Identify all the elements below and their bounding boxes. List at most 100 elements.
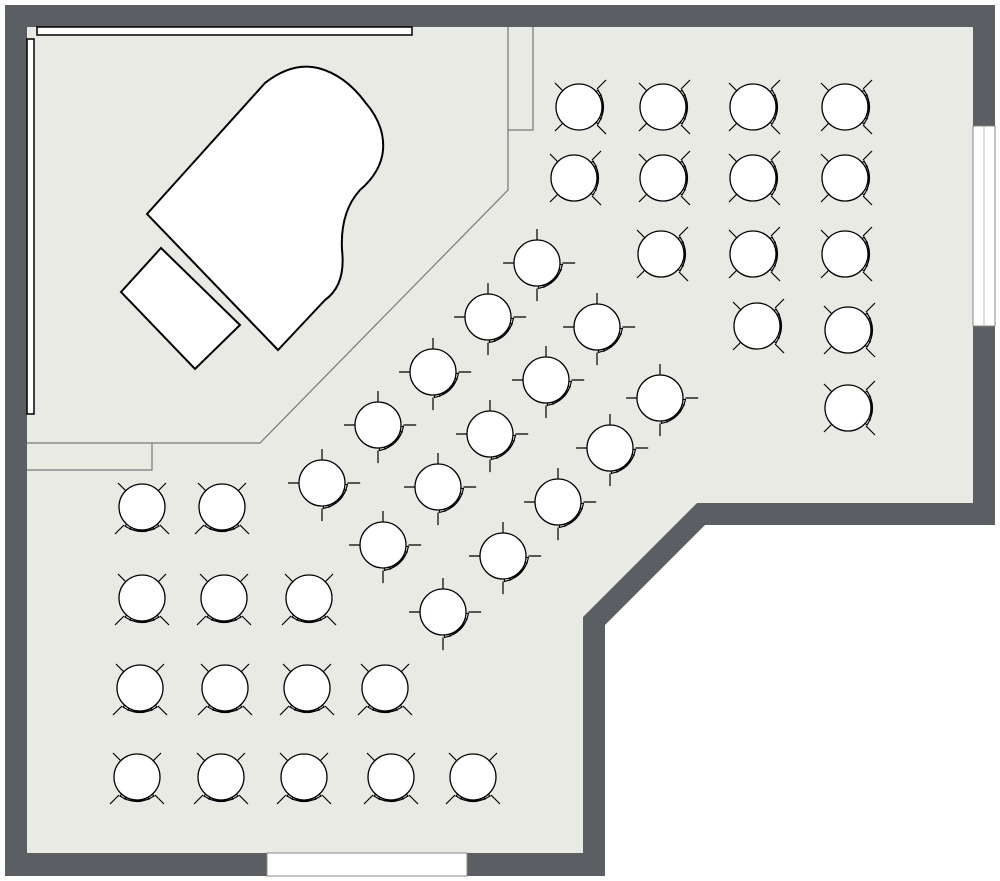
chair-seat bbox=[116, 664, 164, 712]
chair-seat bbox=[729, 83, 777, 131]
chair-seat bbox=[821, 83, 869, 131]
chair bbox=[196, 573, 252, 626]
chair bbox=[524, 468, 597, 541]
chair-legs bbox=[409, 578, 482, 651]
chair-legs bbox=[820, 226, 873, 282]
chair-legs bbox=[276, 752, 332, 805]
chair-seat bbox=[729, 154, 777, 202]
chair-seat bbox=[729, 230, 777, 278]
chair-legs bbox=[820, 150, 873, 206]
chair-legs bbox=[194, 482, 250, 535]
chair-seat bbox=[573, 303, 621, 351]
chair-seat bbox=[513, 239, 561, 287]
chair bbox=[109, 752, 165, 805]
chair bbox=[349, 511, 422, 584]
chair-seat bbox=[113, 753, 161, 801]
chair-seat bbox=[821, 154, 869, 202]
chair-seat bbox=[466, 410, 514, 458]
chair-seat bbox=[419, 588, 467, 636]
chair bbox=[576, 414, 649, 487]
chair bbox=[193, 752, 249, 805]
chair-legs bbox=[638, 79, 691, 135]
chair-seat bbox=[636, 374, 684, 422]
chair bbox=[823, 380, 876, 436]
chair bbox=[732, 298, 785, 354]
chair-legs bbox=[363, 752, 419, 805]
chair bbox=[626, 364, 699, 437]
curtain-rail-top bbox=[36, 26, 413, 36]
chair-legs bbox=[109, 752, 165, 805]
chair-legs bbox=[576, 414, 649, 487]
chair-seat bbox=[354, 401, 402, 449]
chair-legs bbox=[469, 522, 542, 595]
chair bbox=[197, 663, 253, 716]
chair-seat bbox=[639, 83, 687, 131]
chair-seat bbox=[824, 306, 872, 354]
chair-seat bbox=[201, 664, 249, 712]
chair-legs bbox=[512, 346, 585, 419]
chair-legs bbox=[112, 663, 168, 716]
chair-seat bbox=[637, 230, 685, 278]
chair-seat bbox=[464, 293, 512, 341]
chair bbox=[823, 302, 876, 358]
chair-seat bbox=[449, 753, 497, 801]
chair-legs bbox=[349, 511, 422, 584]
chair bbox=[820, 150, 873, 206]
chair bbox=[728, 150, 781, 206]
chair-legs bbox=[196, 573, 252, 626]
chair bbox=[114, 573, 170, 626]
chair-seat bbox=[361, 664, 409, 712]
chair bbox=[357, 663, 413, 716]
chair-seat bbox=[367, 753, 415, 801]
chair-seat bbox=[118, 483, 166, 531]
grand-piano bbox=[145, 65, 385, 352]
chair-legs bbox=[454, 283, 527, 356]
chair-seat bbox=[733, 302, 781, 350]
chair-legs bbox=[823, 302, 876, 358]
chair bbox=[276, 752, 332, 805]
chair bbox=[469, 522, 542, 595]
chair bbox=[728, 79, 781, 135]
chair-seat bbox=[479, 532, 527, 580]
chair bbox=[512, 346, 585, 419]
chair-legs bbox=[456, 400, 529, 473]
chair-legs bbox=[288, 449, 361, 522]
chair bbox=[279, 663, 335, 716]
chair-legs bbox=[732, 298, 785, 354]
chair-seat bbox=[414, 463, 462, 511]
chair-legs bbox=[728, 150, 781, 206]
chair bbox=[399, 338, 472, 411]
chair bbox=[638, 150, 691, 206]
chair-legs bbox=[820, 79, 873, 135]
chairs bbox=[109, 79, 876, 805]
chair-legs bbox=[404, 453, 477, 526]
chair-legs bbox=[563, 293, 636, 366]
chair-legs bbox=[279, 663, 335, 716]
chair-legs bbox=[626, 364, 699, 437]
chair bbox=[636, 226, 689, 282]
chair-legs bbox=[524, 468, 597, 541]
chair bbox=[288, 449, 361, 522]
chair-seat bbox=[197, 753, 245, 801]
chair-seat bbox=[550, 154, 598, 202]
chair-legs bbox=[549, 150, 602, 206]
chair-seat bbox=[824, 384, 872, 432]
chair-legs bbox=[114, 482, 170, 535]
chair-legs bbox=[399, 338, 472, 411]
chair-legs bbox=[638, 150, 691, 206]
chair bbox=[445, 752, 501, 805]
chair bbox=[820, 226, 873, 282]
chair-seat bbox=[534, 478, 582, 526]
chair bbox=[638, 79, 691, 135]
chair bbox=[344, 391, 417, 464]
chair-seat bbox=[586, 424, 634, 472]
chair bbox=[114, 482, 170, 535]
chair bbox=[563, 293, 636, 366]
curtain-rail-left bbox=[26, 38, 35, 415]
door-opening-bottom bbox=[266, 852, 468, 877]
chair bbox=[820, 79, 873, 135]
chair-seat bbox=[409, 348, 457, 396]
chair bbox=[728, 226, 781, 282]
stage-zone-lines bbox=[27, 27, 534, 471]
